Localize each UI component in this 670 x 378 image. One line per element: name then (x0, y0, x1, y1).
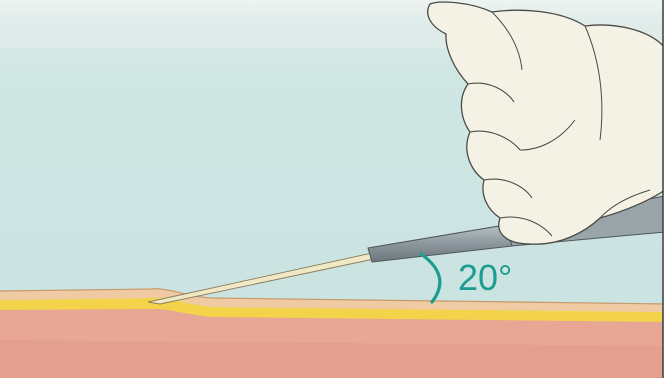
tissue-shade (0, 340, 670, 378)
page-edge (663, 0, 670, 378)
angle-label: 20° (458, 257, 512, 298)
